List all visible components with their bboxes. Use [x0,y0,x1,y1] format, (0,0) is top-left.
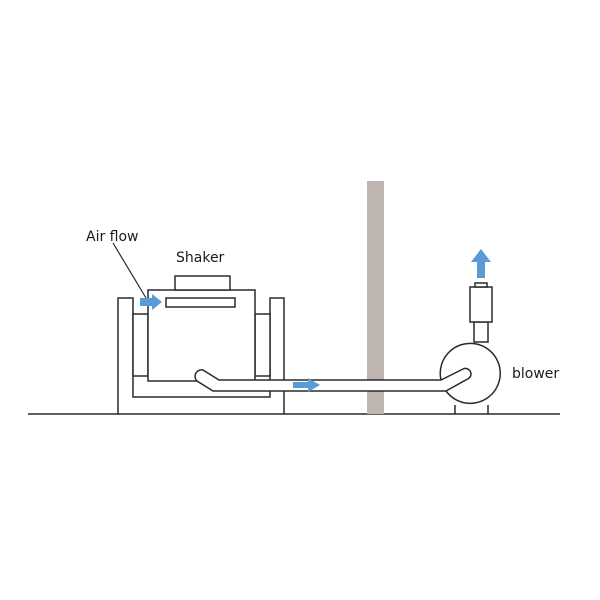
shaker-inlet-slot [165,297,236,308]
air-flow-label: Air flow [86,229,139,245]
blower-housing [439,342,501,405]
blower-exhaust-cap [474,282,488,288]
shaker-frame [117,297,285,414]
blower-base [454,405,489,414]
shaker-label: Shaker [176,250,225,266]
wall [367,181,384,414]
arrow-right-icon [140,294,162,310]
shaker-left-clamp [132,313,149,377]
blower-exhaust-pipe [473,321,489,343]
blower-label: blower [512,366,559,382]
blower-exhaust-silencer [469,286,493,323]
shaker-right-clamp [254,313,271,377]
air-flow-leader-line [112,242,147,299]
duct-pipe [194,367,472,392]
arrow-up-icon [471,249,491,278]
shaker-top-cap [174,275,231,291]
arrow-right-icon [293,378,320,392]
